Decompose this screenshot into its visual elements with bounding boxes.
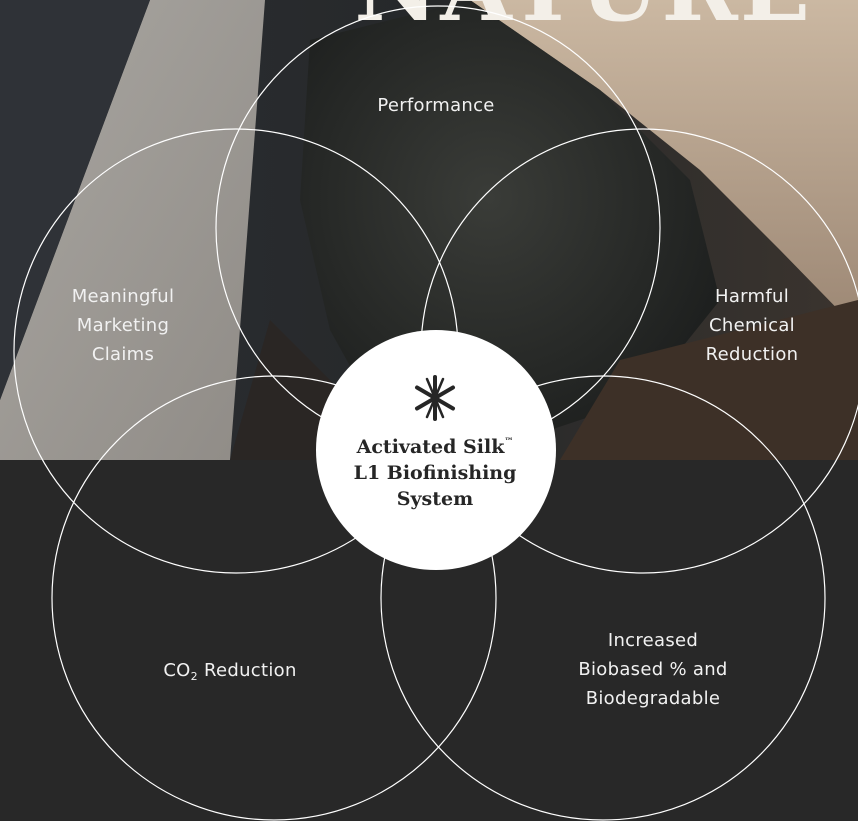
- background-photo: NATURE: [0, 0, 858, 460]
- performance-label: Performance: [377, 95, 495, 116]
- center-disc: [316, 330, 556, 570]
- center-hub: Activated Silk™ L1 Biofinishing System: [320, 345, 550, 555]
- asterisk-icon: [415, 375, 455, 421]
- center-title: Activated Silk™ L1 Biofinishing System: [353, 436, 517, 510]
- leather-photo-image: [0, 0, 858, 460]
- co2-label: CO2 Reduction: [163, 660, 297, 683]
- biobased-circle: [380, 375, 826, 821]
- co2-circle: [51, 375, 497, 821]
- biobased-label: Increased Biobased % and Biodegradable: [578, 630, 728, 709]
- marketing-label: Meaningful Marketing Claims: [71, 286, 175, 365]
- chemical-label: Harmful Chemical Reduction: [705, 286, 799, 365]
